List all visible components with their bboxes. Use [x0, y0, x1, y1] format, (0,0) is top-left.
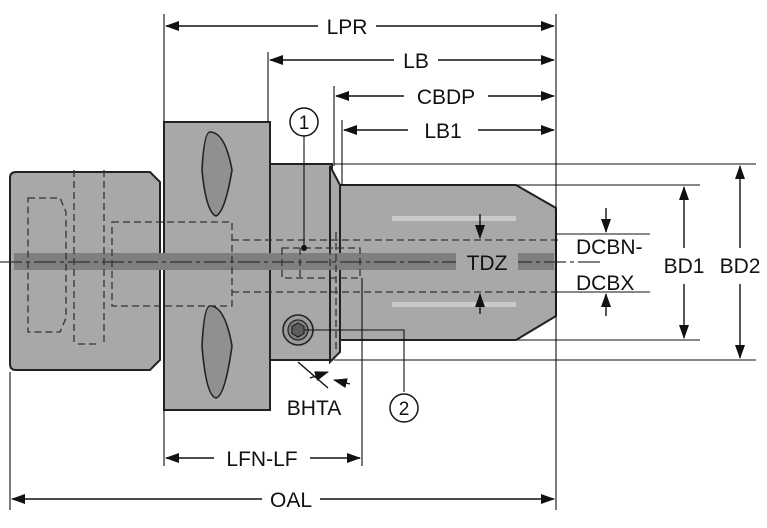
- callout-leaders: [301, 136, 405, 392]
- dimension-labels: LPR LB CBDP LB1 TDZ DCBN- DCBX BD1 BD2 B…: [226, 16, 764, 512]
- label-dcbx: DCBX: [576, 272, 634, 295]
- label-lb1: LB1: [424, 120, 461, 143]
- label-cbdp: CBDP: [417, 86, 475, 109]
- label-dcbn: DCBN-: [576, 236, 643, 259]
- label-bd1: BD1: [664, 255, 705, 278]
- callout-2-label: 2: [399, 399, 410, 420]
- label-lpr: LPR: [327, 16, 368, 39]
- callout-1: 1: [289, 107, 319, 137]
- callout-2: 2: [389, 393, 419, 423]
- callout-1-label: 1: [299, 113, 310, 134]
- label-tdz: TDZ: [467, 252, 508, 275]
- label-lfn-lf: LFN-LF: [226, 448, 297, 471]
- label-lb: LB: [403, 50, 429, 73]
- label-bd2: BD2: [720, 255, 761, 278]
- label-bhta: BHTA: [287, 397, 341, 420]
- set-screw: [282, 314, 314, 346]
- taper-shank: [9, 171, 161, 371]
- drive-slots: [201, 131, 233, 399]
- label-oal: OAL: [270, 489, 312, 512]
- drive-slot-top: [201, 131, 233, 217]
- hidden-lines: [27, 170, 560, 350]
- drive-slot-bottom: [201, 305, 233, 399]
